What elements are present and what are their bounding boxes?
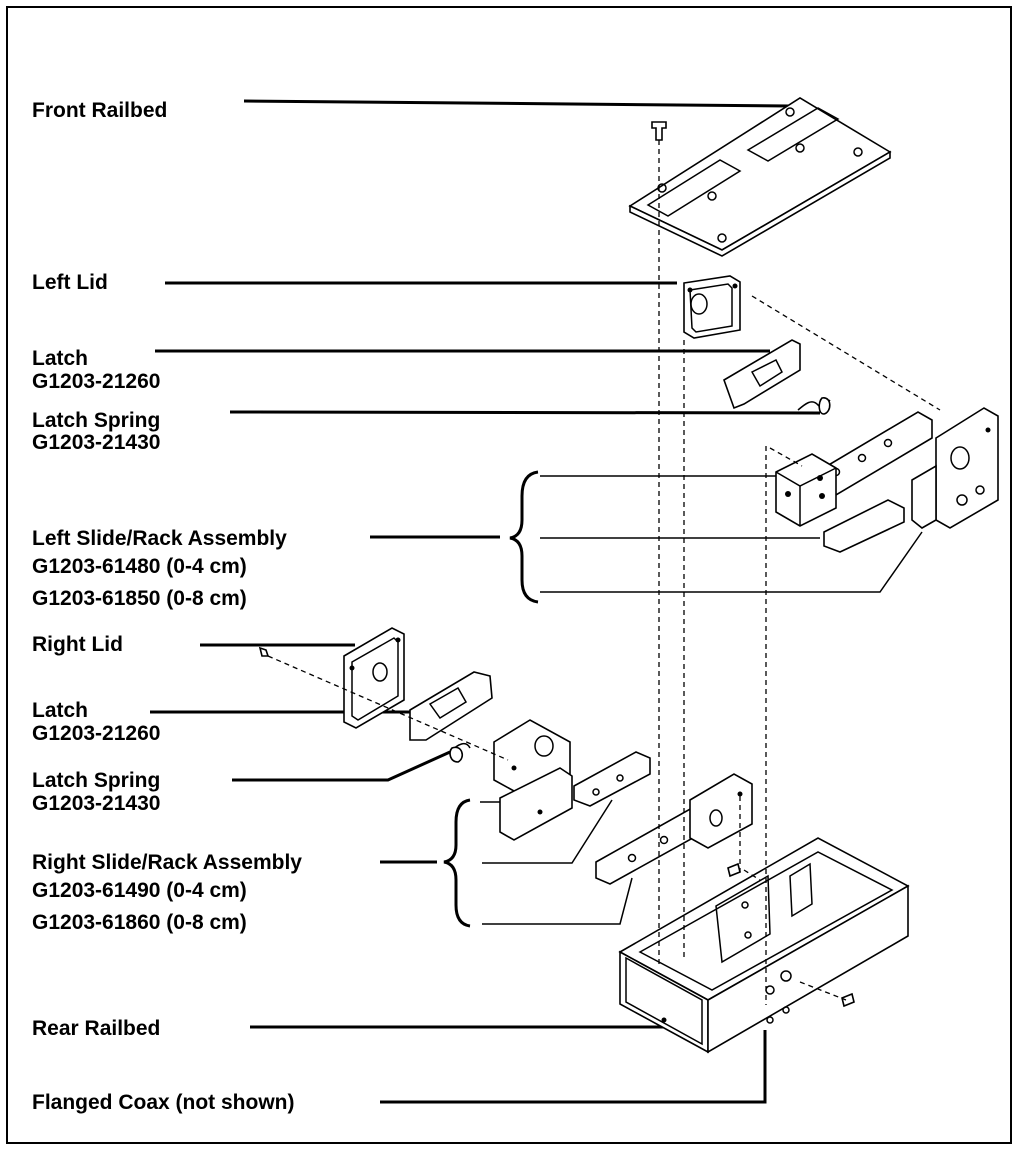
label-latch-lower: Latch: [32, 699, 89, 722]
rear-railbed-part: [618, 837, 910, 1054]
label-left-slide-rack: Left Slide/Rack Assembly: [32, 527, 287, 550]
label-rear-railbed: Rear Railbed: [32, 1017, 161, 1040]
label-latch-upper: Latch: [32, 347, 89, 370]
label-latch-spring-upper: Latch Spring: [32, 409, 161, 432]
left-slide-rack-part: [775, 407, 999, 553]
front-railbed-part: [628, 97, 892, 257]
label-right-slide-rack: Right Slide/Rack Assembly: [32, 851, 302, 874]
label-right-slide-rack-part2: G1203-61860 (0-8 cm): [32, 911, 247, 934]
left-lid-part: [683, 275, 741, 339]
label-latch-lower-part: G1203-21260: [32, 722, 161, 745]
latch-part-upper: [723, 339, 831, 415]
alignment-dashed-lines: [267, 140, 941, 1005]
label-flanged-coax: Flanged Coax (not shown): [32, 1091, 295, 1114]
label-left-lid: Left Lid: [32, 271, 108, 294]
label-latch-spring-lower-part: G1203-21430: [32, 792, 161, 815]
label-right-lid: Right Lid: [32, 633, 123, 656]
leader-lines: [150, 99, 923, 1104]
label-front-railbed: Front Railbed: [32, 99, 168, 122]
label-right-slide-rack-part1: G1203-61490 (0-4 cm): [32, 879, 247, 902]
label-latch-spring-upper-part: G1203-21430: [32, 431, 161, 454]
right-lid-part: [258, 627, 405, 729]
diagram-frame: [6, 6, 1012, 1144]
label-left-slide-rack-part2: G1203-61850 (0-8 cm): [32, 587, 247, 610]
label-latch-spring-lower: Latch Spring: [32, 769, 161, 792]
label-left-slide-rack-part1: G1203-61480 (0-4 cm): [32, 555, 247, 578]
label-latch-upper-part: G1203-21260: [32, 370, 161, 393]
latch-part-lower: [409, 671, 493, 763]
right-slide-rack-part: [493, 719, 753, 885]
